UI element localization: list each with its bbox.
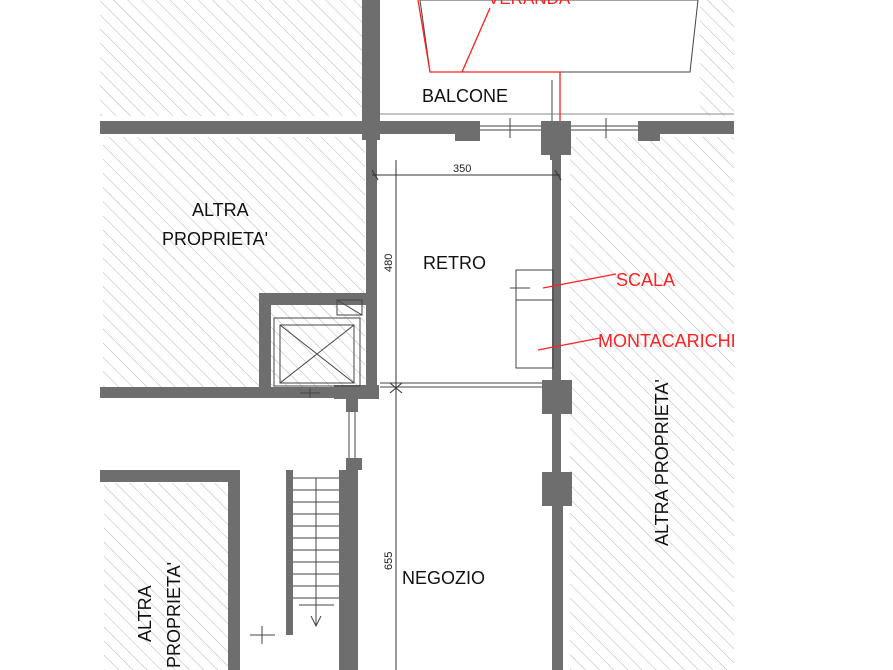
hatch-bottom-left [104, 483, 230, 670]
fine-lines [250, 0, 734, 644]
stair-wall-left [286, 470, 293, 635]
label-retro: RETRO [423, 253, 486, 273]
label-negozio: NEGOZIO [402, 568, 485, 588]
label-balcone: BALCONE [422, 86, 508, 106]
wall-right-lower [552, 506, 563, 670]
leader-montacarichi [537, 337, 601, 351]
label-scala: SCALA [616, 270, 675, 290]
wall-top-right-stub [638, 121, 660, 141]
label-dim-655: 655 [383, 552, 395, 570]
wall-negozio-left-cap [346, 458, 362, 470]
wall-mid-left [100, 387, 260, 398]
column-neck [550, 150, 561, 160]
hatch-top-right [700, 0, 734, 116]
wall-retro-right [552, 160, 561, 385]
lift-wall-top [259, 293, 369, 305]
lift-wall-bottom [259, 387, 334, 398]
veranda-outline [419, 0, 699, 73]
annotation-leaders [417, 0, 617, 351]
wall-bl-right [228, 470, 240, 670]
leader-scala [542, 273, 617, 289]
veranda-red-outline [417, 0, 561, 121]
hatch-top-left [100, 0, 362, 116]
leader-veranda [461, 7, 491, 73]
hatch-left-middle [103, 137, 365, 387]
lift-post-neck [346, 398, 358, 412]
label-altra-top-left-1: ALTRA [192, 200, 249, 220]
label-altra-top-left-2: PROPRIETA' [162, 229, 268, 249]
label-veranda: VERANDA [488, 0, 571, 8]
label-dim-480: 480 [383, 254, 395, 272]
lift-post [334, 385, 379, 399]
column-top [541, 121, 571, 155]
wall-bl-top [100, 470, 240, 482]
wall-vertical-top [362, 0, 380, 140]
walls [100, 0, 734, 670]
wall-right-mid [552, 414, 561, 472]
pillar-middle [542, 380, 572, 414]
label-altra-right: ALTRA PROPRIETA' [652, 379, 672, 546]
wall-retro-left [366, 135, 377, 390]
lift-cabin [279, 324, 355, 384]
hatched-areas [100, 0, 734, 670]
label-altra-bottom-left-2: PROPRIETA' [164, 562, 184, 668]
stair-wall-right [339, 470, 348, 670]
montacarichi-symbol [515, 299, 554, 369]
label-montacarichi: MONTACARICHI [598, 331, 736, 351]
wall-top-stub [455, 121, 480, 141]
label-dim-350: 350 [453, 163, 471, 175]
wall-top-right [638, 121, 734, 134]
scala-symbol [515, 269, 554, 301]
dimension-lines [371, 160, 562, 670]
pillar-lower [542, 472, 572, 506]
wall-top-left [100, 121, 480, 134]
labels: VERANDA BALCONE ALTRA PROPRIETA' RETRO N… [135, 0, 736, 668]
lift-wall-left [259, 293, 271, 398]
staircase [293, 477, 339, 628]
label-altra-bottom-left-1: ALTRA [135, 585, 155, 642]
wall-negozio-left [346, 458, 358, 670]
hatch-right [570, 137, 734, 670]
